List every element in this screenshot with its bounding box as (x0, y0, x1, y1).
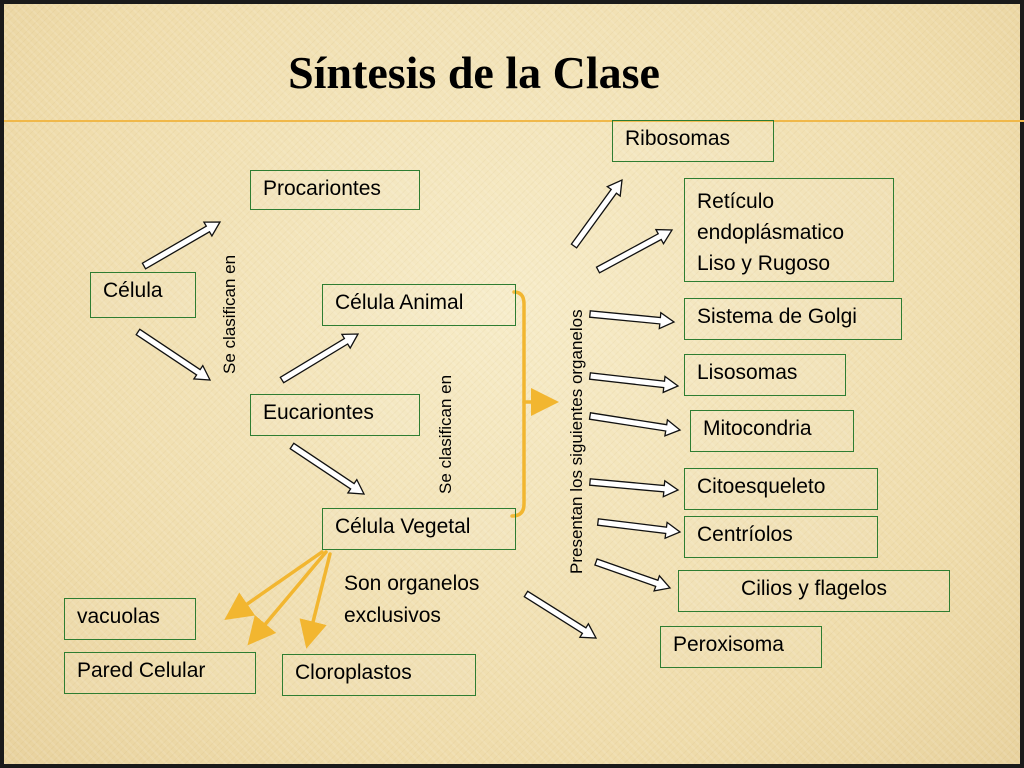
yellow-connectors (224, 290, 559, 649)
arrow-to-citoesqueleto (588, 478, 680, 498)
node-eucariontes: Eucariontes (250, 394, 420, 436)
organelo-ribosomas: Ribosomas (612, 120, 774, 162)
arrow-to-peroxisoma (523, 590, 598, 639)
label-presentan-organelos: Presentan los siguientes organelos (567, 309, 586, 574)
organelo-reticulo: Retículo endoplásmatico Liso y Rugoso (684, 178, 894, 282)
arrow-celula-procariontes (141, 221, 222, 270)
arrow-to-vacuolas (224, 550, 324, 620)
organelo-lisosomas: Lisosomas (684, 354, 846, 396)
reticulo-line-2: endoplásmatico (697, 221, 845, 244)
organelo-cilios-flagelos: Cilios y flagelos (678, 570, 950, 612)
organelo-golgi: Sistema de Golgi (684, 298, 902, 340)
node-procariontes: Procariontes (250, 170, 420, 210)
node-vacuolas: vacuolas (64, 598, 196, 640)
label-exclusivos: exclusivos (344, 604, 441, 627)
arrow-to-lisosomas (588, 372, 680, 394)
organelo-peroxisoma: Peroxisoma (660, 626, 822, 668)
arrow-to-cloroplastos (299, 552, 332, 649)
node-pared-celular: Pared Celular (64, 652, 256, 694)
slide-title: Síntesis de la Clase (288, 47, 660, 98)
node-celula-animal: Célula Animal (322, 284, 516, 326)
arrow-to-mitocondria (588, 412, 682, 437)
arrow-to-golgi (588, 310, 676, 330)
arrow-celula-eucariontes (135, 328, 212, 381)
arrow-to-ribosomas (570, 178, 623, 249)
arrow-eucariontes-animal (279, 333, 360, 384)
title-rule (70, 120, 1024, 122)
organelo-mitocondria: Mitocondria (690, 410, 854, 452)
organelo-citoesqueleto: Citoesqueleto (684, 468, 878, 510)
arrow-to-pared-celular (247, 550, 328, 646)
organelo-centriolos: Centríolos (684, 516, 878, 558)
arrow-eucariontes-vegetal (289, 442, 366, 495)
label-son-organelos: Son organelos (344, 572, 480, 595)
title-rule-left (4, 120, 70, 122)
node-cloroplastos: Cloroplastos (282, 654, 476, 696)
node-celula-vegetal: Célula Vegetal (322, 508, 516, 550)
reticulo-line-1: Retículo (697, 190, 775, 213)
arrow-to-cilios (594, 558, 672, 592)
block-arrows-group (135, 178, 682, 639)
label-se-clasifican-1: Se clasifican en (220, 254, 239, 374)
arrows-layer (135, 178, 682, 649)
arrow-to-centriolos (596, 518, 682, 540)
node-celula: Célula (90, 272, 196, 318)
arrow-to-reticulo (595, 228, 674, 274)
reticulo-line-3: Liso y Rugoso (697, 252, 831, 275)
label-se-clasifican-2: Se clasifican en (436, 374, 455, 494)
